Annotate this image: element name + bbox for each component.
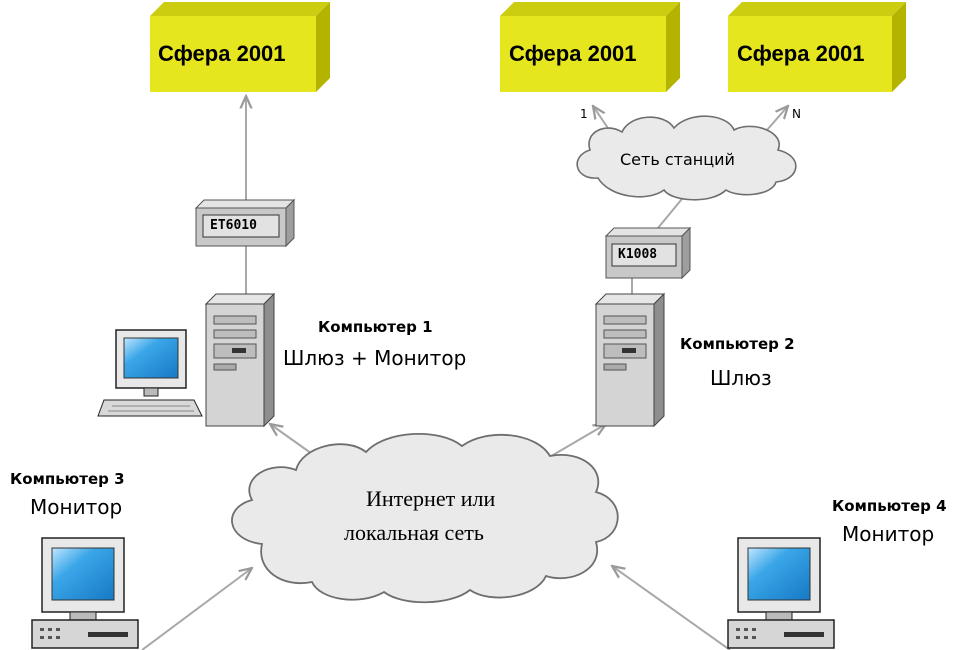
et6010-device — [194, 198, 296, 248]
computer-3-workstation — [31, 537, 139, 649]
computer-1-workstation — [97, 329, 203, 417]
stations-cloud-label: Сеть станций — [620, 150, 735, 169]
sfera-2001-box-3 — [728, 2, 906, 92]
computer-3-name: Компьютер 3 — [10, 470, 125, 488]
sfera-2001-box-1 — [150, 2, 330, 92]
computer-2-name: Компьютер 2 — [680, 335, 795, 353]
et6010-label: ET6010 — [210, 218, 257, 233]
sfera-box-2-label: Сфера 2001 — [509, 41, 637, 66]
computer-1-name: Компьютер 1 — [318, 318, 433, 336]
k1008-device — [604, 226, 692, 280]
computer-2-role: Шлюз — [710, 366, 772, 390]
port-label-first: 1 — [580, 107, 588, 121]
computer-4-role: Монитор — [842, 522, 935, 546]
computer-1-tower — [204, 292, 276, 428]
stations-cloud — [576, 115, 797, 201]
computer-4-name: Компьютер 4 — [832, 497, 947, 515]
computer-4-workstation — [727, 537, 835, 649]
computer-3-role: Монитор — [30, 495, 123, 519]
k1008-label: K1008 — [618, 247, 658, 262]
sfera-box-3-label: Сфера 2001 — [737, 41, 865, 66]
port-label-last: N — [792, 107, 801, 121]
internet-cloud — [231, 432, 619, 604]
computer-2-tower — [594, 292, 666, 428]
sfera-box-1-label: Сфера 2001 — [158, 41, 286, 66]
internet-cloud-label-line2: локальная сеть — [344, 520, 484, 545]
line-k1008-to-stations — [657, 193, 687, 229]
internet-cloud-label-line1: Интернет или — [366, 486, 496, 511]
line-comp4-to-internet — [612, 566, 731, 650]
line-comp3-to-internet — [141, 568, 252, 650]
computer-1-role: Шлюз + Монитор — [283, 346, 467, 370]
sfera-2001-box-2 — [500, 2, 680, 92]
